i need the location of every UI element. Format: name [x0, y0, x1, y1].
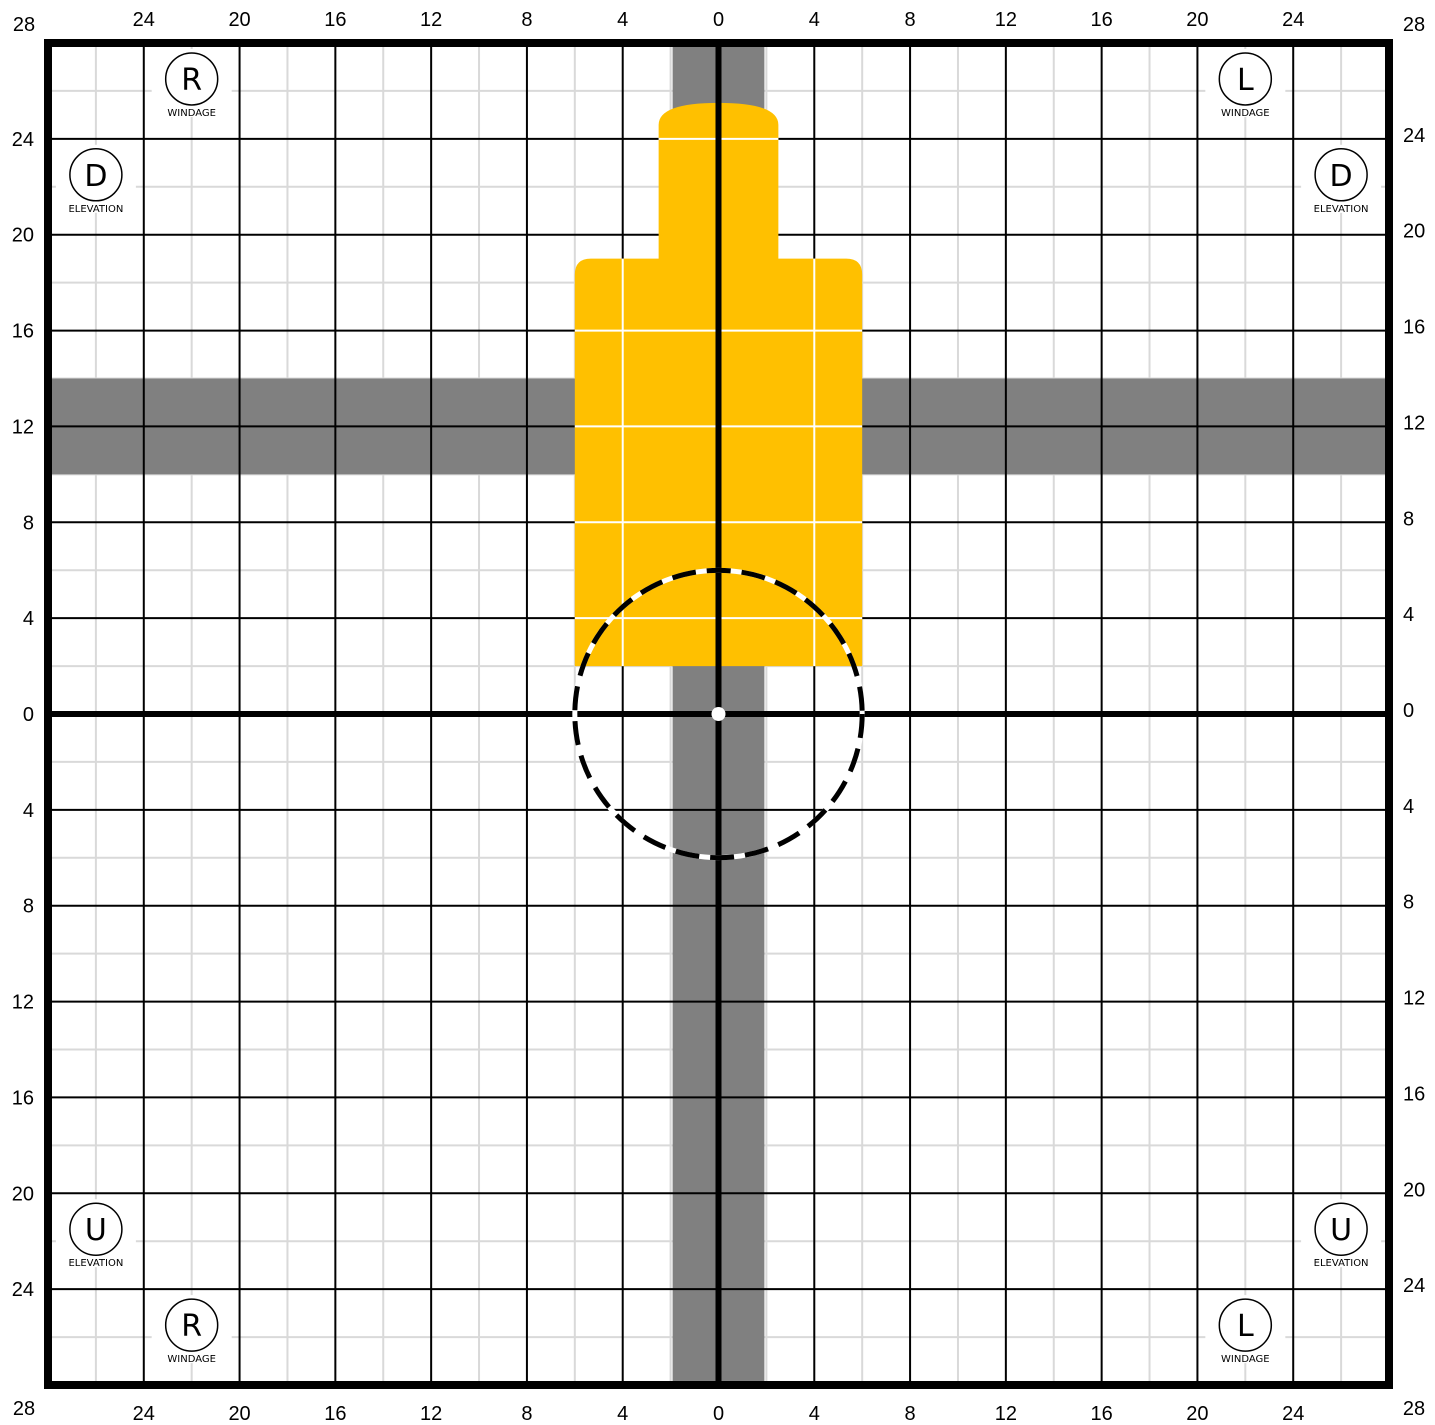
marker-circle — [69, 1202, 123, 1256]
top-tick-label: 24 — [1282, 9, 1304, 31]
tick-labels: 28 24 20 16 12 8 4 0 4 8 12 16 20 24 28 28 24 20 16 12 8 4 0 4 8… — [12, 9, 1426, 1425]
marker-caption: WINDAGE — [167, 1354, 216, 1365]
top-tick-label: 8 — [905, 9, 916, 31]
adjustment-markers: R WINDAGE L WINDAGE D ELEVATION D ELEVATION U ELE… — [55, 48, 1382, 1365]
marker-circle — [1314, 148, 1368, 202]
top-tick-label: 0 — [713, 9, 724, 31]
left-tick-label: 0 — [23, 704, 34, 726]
right-tick-label: 8 — [1403, 508, 1414, 530]
bottom-tick-label: 16 — [1091, 1403, 1113, 1425]
top-tick-label: 16 — [1091, 9, 1113, 31]
bottom-tick-label: 24 — [1282, 1403, 1304, 1425]
bottom-tick-label: 28 — [13, 1398, 35, 1420]
aim-circle-dashes — [572, 567, 865, 861]
right-tick-label: 0 — [1403, 700, 1414, 722]
top-tick-label: 16 — [324, 9, 346, 31]
top-tick-label: 12 — [995, 9, 1017, 31]
marker-letter: D — [1330, 159, 1353, 194]
bottom-tick-label: 20 — [1186, 1403, 1208, 1425]
right-tick-label: 20 — [1403, 1179, 1425, 1201]
marker-r-windage: R WINDAGE — [151, 48, 232, 119]
left-tick-label: 20 — [12, 1183, 34, 1205]
left-tick-label: 12 — [12, 992, 34, 1014]
right-tick-label: 20 — [1403, 221, 1425, 243]
marker-r-windage: R WINDAGE — [151, 1295, 232, 1365]
left-tick-label: 24 — [12, 129, 34, 151]
bottom-tick-label: 12 — [995, 1403, 1017, 1425]
top-tick-label: 20 — [1186, 9, 1208, 31]
left-tick-label: 16 — [12, 321, 34, 343]
right-tick-label: 24 — [1403, 1275, 1425, 1297]
left-tick-label: 4 — [23, 608, 34, 630]
left-tick-label: 12 — [12, 416, 34, 438]
marker-letter: U — [85, 1213, 107, 1248]
right-tick-label: 12 — [1403, 988, 1425, 1010]
target-border — [44, 39, 1393, 1389]
marker-caption: WINDAGE — [1221, 108, 1270, 119]
left-tick-label: 8 — [23, 512, 34, 534]
left-tick-label: 16 — [12, 1087, 34, 1109]
right-tick-label: 16 — [1403, 317, 1425, 339]
top-tick-label: 24 — [133, 9, 155, 31]
right-tick-label: 4 — [1403, 796, 1414, 818]
left-tick-label: 4 — [23, 800, 34, 822]
top-tick-label: 28 — [1403, 14, 1425, 36]
top-tick-label: 4 — [617, 9, 628, 31]
top-tick-label: 12 — [420, 9, 442, 31]
marker-caption: ELEVATION — [68, 204, 123, 215]
left-tick-label: 20 — [12, 225, 34, 247]
top-tick-label: 20 — [228, 9, 250, 31]
marker-u-elevation: U ELEVATION — [1301, 1199, 1382, 1269]
marker-letter: D — [84, 159, 107, 194]
bottom-tick-label: 20 — [228, 1403, 250, 1425]
marker-letter: U — [1330, 1213, 1352, 1248]
border-frame — [44, 39, 1393, 1389]
marker-caption: ELEVATION — [1314, 1258, 1369, 1269]
marker-circle — [1314, 1202, 1368, 1256]
marker-l-windage: L WINDAGE — [1205, 1295, 1286, 1365]
left-tick-label: 8 — [23, 896, 34, 918]
marker-caption: WINDAGE — [167, 108, 216, 119]
right-tick-label: 24 — [1403, 125, 1425, 147]
marker-letter: R — [181, 1309, 202, 1344]
center-dot — [711, 707, 726, 721]
marker-caption: WINDAGE — [1221, 1354, 1270, 1365]
marker-letter: L — [1237, 1309, 1254, 1344]
right-tick-label: 8 — [1403, 892, 1414, 914]
bottom-tick-label: 4 — [617, 1403, 628, 1425]
marker-circle — [1218, 52, 1273, 106]
bottom-tick-label: 8 — [521, 1403, 532, 1425]
marker-circle — [69, 148, 123, 202]
marker-circle — [164, 52, 219, 106]
marker-caption: ELEVATION — [1314, 204, 1369, 215]
marker-circle — [164, 1298, 219, 1352]
marker-u-elevation: U ELEVATION — [55, 1199, 136, 1269]
marker-l-windage: L WINDAGE — [1205, 48, 1286, 119]
bottom-tick-label: 16 — [324, 1403, 346, 1425]
bottom-tick-label: 28 — [1403, 1398, 1425, 1420]
bottom-tick-label: 8 — [905, 1403, 916, 1425]
marker-d-elevation: D ELEVATION — [55, 144, 136, 215]
top-tick-label: 28 — [13, 14, 35, 36]
bottom-tick-label: 24 — [133, 1403, 155, 1425]
aim-circle — [572, 567, 865, 861]
bottom-tick-label: 0 — [713, 1403, 724, 1425]
bottom-tick-label: 4 — [809, 1403, 820, 1425]
marker-circle — [1218, 1298, 1273, 1352]
left-tick-label: 24 — [12, 1279, 34, 1301]
top-tick-label: 4 — [809, 9, 820, 31]
top-tick-label: 8 — [521, 9, 532, 31]
marker-letter: R — [181, 63, 202, 98]
marker-d-elevation: D ELEVATION — [1301, 144, 1382, 215]
bottom-tick-label: 12 — [420, 1403, 442, 1425]
marker-letter: L — [1237, 63, 1254, 98]
right-tick-label: 4 — [1403, 604, 1414, 626]
right-tick-label: 16 — [1403, 1083, 1425, 1105]
right-tick-label: 12 — [1403, 412, 1425, 434]
marker-caption: ELEVATION — [68, 1258, 123, 1269]
